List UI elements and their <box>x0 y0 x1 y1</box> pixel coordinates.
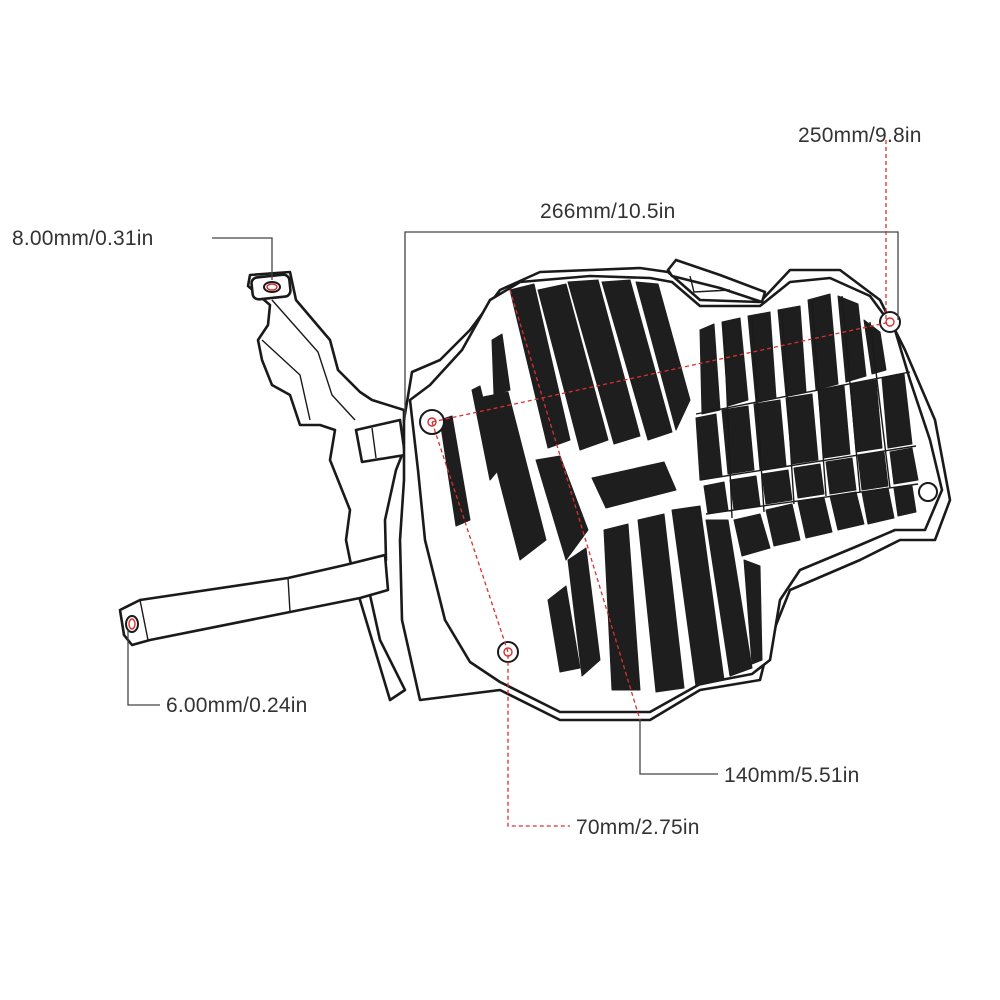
slot <box>477 391 547 561</box>
grid-cell <box>807 293 839 391</box>
slot <box>547 585 581 673</box>
grille-slots-left <box>439 279 691 561</box>
upper-standoff-edge <box>371 427 377 459</box>
slot <box>743 559 763 665</box>
slot <box>601 279 673 441</box>
grille-hole-right-highlight <box>885 317 895 327</box>
grid-cell <box>703 481 729 515</box>
slot <box>537 283 609 451</box>
leader-hole-top <box>212 237 273 280</box>
grid-cell <box>733 513 771 557</box>
slot <box>637 513 685 693</box>
leader-width-overall <box>404 231 899 420</box>
grille-hole-side <box>918 482 938 502</box>
grid-cell <box>729 475 761 511</box>
grille-center-slot <box>591 461 677 509</box>
grid-cell <box>797 497 833 539</box>
grid-cell <box>881 373 913 449</box>
slot <box>439 415 471 527</box>
slot <box>535 455 589 561</box>
bracket-upper-arm <box>246 270 407 702</box>
label-width-holes: 250mm/9.8in <box>798 124 922 147</box>
dash-grille-height <box>509 289 641 721</box>
grid-cell <box>761 469 793 505</box>
slot <box>705 519 753 677</box>
dimension-lines <box>127 140 899 827</box>
grid-cell <box>793 463 825 499</box>
bracket-fold-line <box>261 299 356 421</box>
label-hole-bottom: 6.00mm/0.24in <box>166 694 308 717</box>
grille-slots-lower <box>547 505 763 693</box>
slot <box>567 279 641 445</box>
grid-cell <box>893 485 917 517</box>
bracket-lower-arm <box>118 553 390 647</box>
grid-cell <box>765 503 801 547</box>
grid-cell <box>889 447 919 485</box>
leader-hole-bottom <box>127 630 160 706</box>
grid-cell <box>861 487 895 525</box>
slot <box>603 523 641 691</box>
dash-hole-to-hole <box>431 321 891 423</box>
grid-cell <box>825 457 857 495</box>
slot <box>635 281 691 431</box>
label-hole-top: 8.00mm/0.31in <box>12 227 154 250</box>
grid-cell <box>863 319 887 375</box>
leader-grille-height <box>639 720 718 775</box>
grille-hole-left-highlight <box>427 417 437 427</box>
grille-hole-right <box>879 311 901 333</box>
grille-hole-bottom <box>497 641 519 663</box>
grid-cell <box>837 295 867 383</box>
label-mount-height: 70mm/2.75in <box>576 816 700 839</box>
slot <box>567 547 601 677</box>
grille-top-tab <box>666 258 767 304</box>
bracket-bottom-hole-highlight <box>128 618 136 630</box>
grid-cell <box>721 405 755 475</box>
slot <box>671 505 725 687</box>
grid-lines <box>695 295 919 519</box>
bracket-bottom-hole <box>125 615 139 633</box>
grille-grid-right <box>695 293 919 557</box>
bracket-lower-arm-edge <box>139 577 291 641</box>
bracket-top-hole-highlight <box>266 283 278 291</box>
slot <box>491 333 511 396</box>
label-grille-height: 140mm/5.51in <box>724 764 859 787</box>
dash-mount-height <box>431 421 570 827</box>
slot <box>509 283 571 449</box>
grille-top-tab-bracket <box>689 275 731 293</box>
label-width-overall: 266mm/10.5in <box>540 200 675 223</box>
dimension-labels: 8.00mm/0.31in 6.00mm/0.24in 266mm/10.5in… <box>12 124 922 839</box>
grid-cell <box>857 451 889 491</box>
